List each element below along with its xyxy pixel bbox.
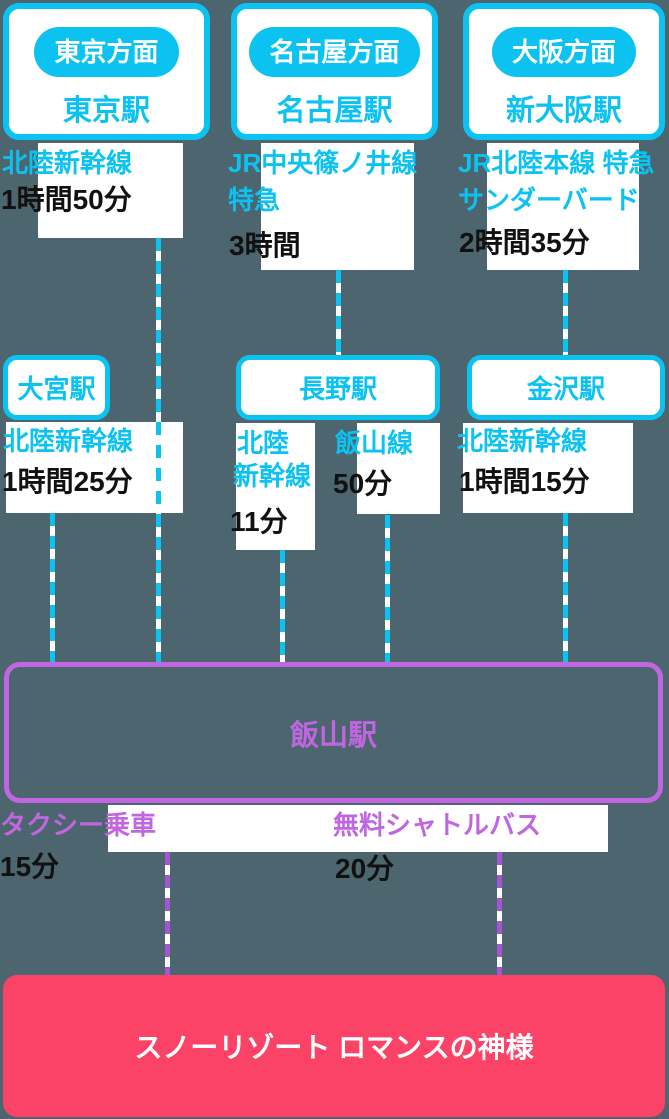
route-name: サンダーバード [458,185,640,215]
transfer-box-nagano: 長野駅 [236,355,440,420]
taxi-label: タクシー乗車 [0,810,157,840]
destination-banner: スノーリゾート ロマンスの神様 [3,975,665,1117]
connector-taxi-dashed-line [165,852,170,975]
direction-badge-tokyo: 東京方面 [34,27,179,77]
hub-station-name: 飯山駅 [289,719,377,752]
route-label-bg-tokyo [38,143,183,238]
route-duration: 11分 [230,506,288,537]
route-name: JR北陸本線 特急 [458,148,655,178]
transfer-box-kanazawa: 金沢駅 [467,355,665,420]
route-duration: 1時間15分 [459,466,590,497]
shuttle-label: 無料シャトルバス [333,810,542,840]
lastmile-label-bg [108,805,608,852]
shuttle-duration: 20分 [335,853,395,884]
connector-kanazawa-iiyama-dashed-line [563,513,568,662]
route-duration: 3時間 [229,230,301,261]
station-name-nagano: 長野駅 [298,374,377,404]
connector-omiya-iiyama-dashed-line [50,513,55,662]
route-label-bg-nagano-right [357,423,440,514]
connector-nagano-shinkansen-dashed-line [280,550,285,662]
station-name-omiya: 大宮駅 [17,374,96,404]
connector-nagoya-nagano-dashed-line [336,270,341,355]
station-name-kanazawa: 金沢駅 [526,374,605,404]
station-name-tokyo: 東京駅 [62,95,150,127]
connector-osaka-kanazawa-dashed-line [563,270,568,355]
direction-badge-nagoya: 名古屋方面 [249,27,420,77]
connector-nagano-iiyamaline-dashed-line [385,515,390,662]
direction-badge-osaka: 大阪方面 [491,27,636,77]
destination-name: スノーリゾート ロマンスの神様 [134,1032,534,1063]
station-name-nagoya: 名古屋駅 [276,95,393,127]
route-duration: 1時間50分 [1,184,132,215]
taxi-duration: 15分 [0,851,60,882]
route-duration: 2時間35分 [459,227,590,258]
route-name: 北陸新幹線 [2,148,133,178]
route-label-bg-omiya [6,422,183,513]
route-name: 北陸新幹線 [3,426,134,456]
connector-tokyo-iiyama-dashed-line [156,238,161,662]
route-label-bg-osaka [487,143,639,270]
route-duration: 50分 [333,468,393,499]
route-label-bg-nagoya [261,143,414,270]
origin-card-nagoya: 名古屋方面 名古屋駅 [231,3,438,140]
route-name: 新幹線 [233,461,312,491]
station-name-shin-osaka: 新大阪駅 [505,95,622,127]
route-name: 北陸 [237,428,290,458]
route-duration: 1時間25分 [2,466,133,497]
route-name: 特急 [228,185,281,215]
hub-box-iiyama: 飯山駅 [4,662,663,803]
route-name: JR中央篠ノ井線 [228,148,418,178]
origin-card-osaka: 大阪方面 新大阪駅 [463,3,665,140]
route-label-bg-nagano-left [236,423,315,550]
origin-card-tokyo: 東京方面 東京駅 [3,3,210,140]
connector-shuttle-dashed-line [497,852,502,975]
route-name: 北陸新幹線 [457,426,588,456]
route-label-bg-kanazawa [463,423,633,513]
transfer-box-omiya: 大宮駅 [3,355,110,420]
route-name: 飯山線 [335,428,414,458]
